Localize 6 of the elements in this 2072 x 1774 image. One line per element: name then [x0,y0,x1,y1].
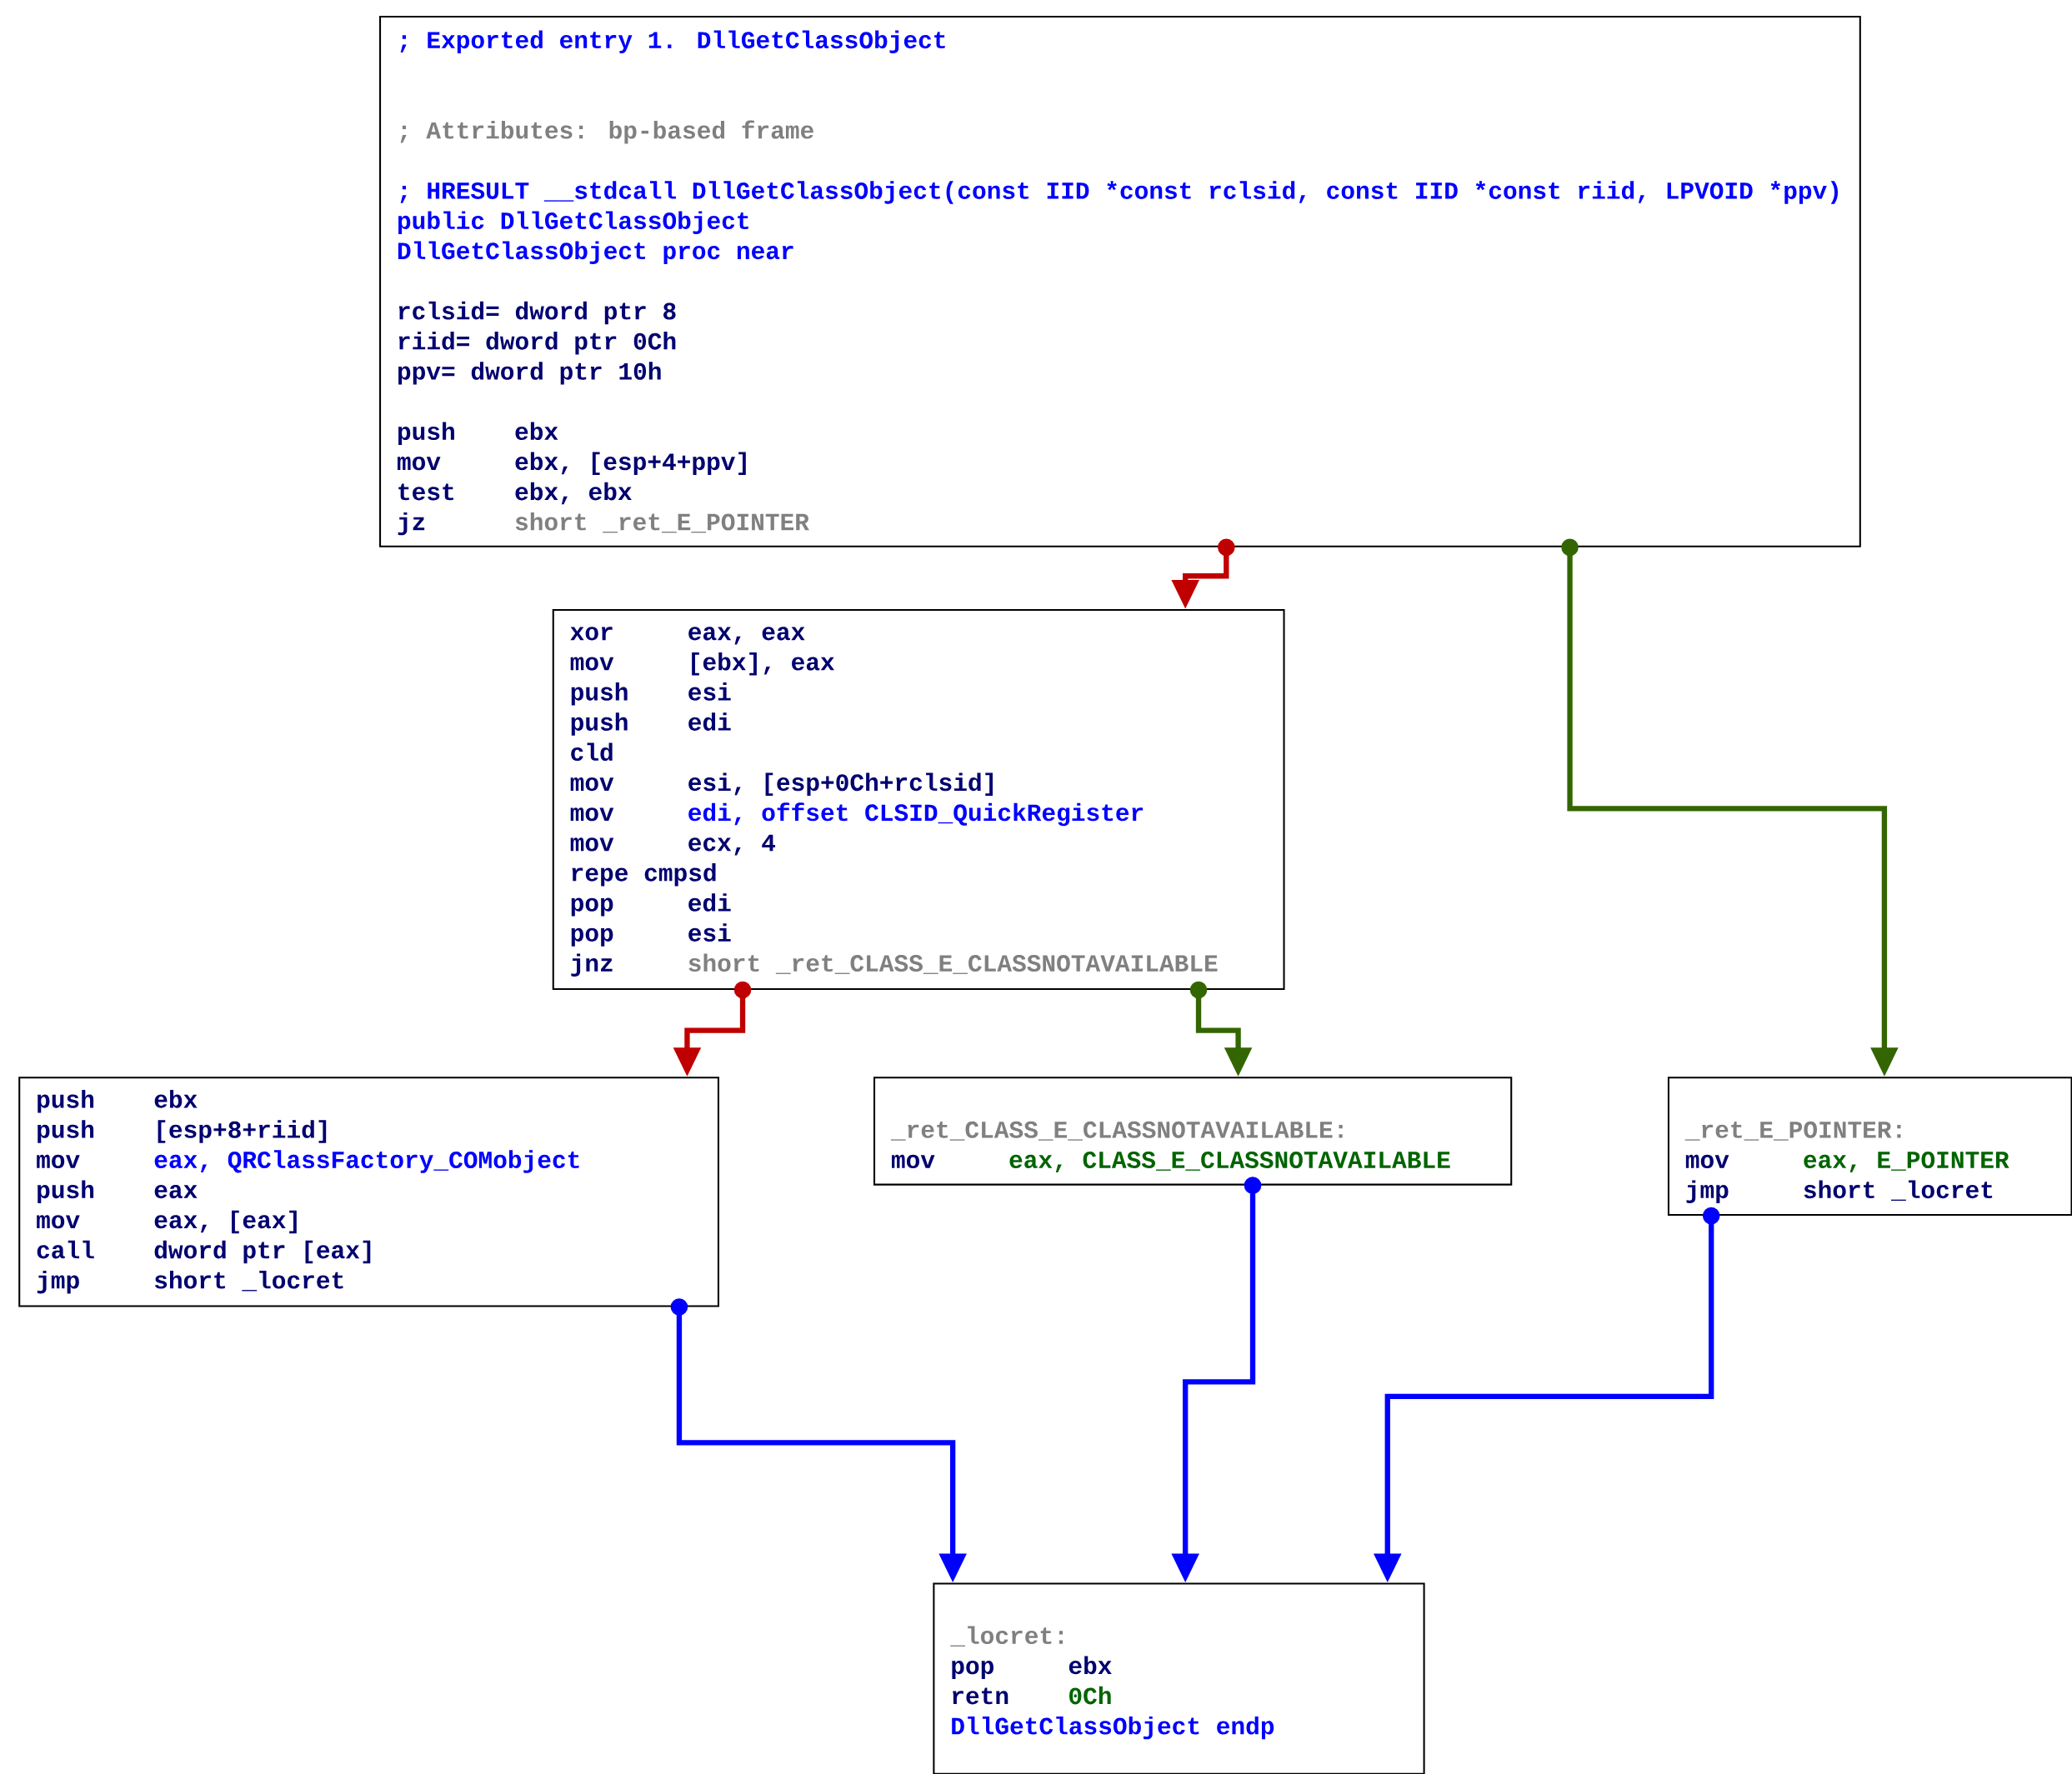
code-block: _locret: pop ebx retn 0Ch DllGetClassObject endp [933,1582,1425,1774]
code-block: push ebx push [esp+8+riid] mov eax, QRClassFactory_COMobject push eax mov eax, [eax] call dword ptr [eax] jmp short _locret [18,1077,719,1307]
code-block: xor eax, eax mov [ebx], eax push esi push edi cld mov esi, [esp+0Ch+rclsid] mov edi, offset CLSID_QuickRegister mov ecx, 4 repe cmpsd pop edi pop esi jnz short _ret_CLASS_E_CLASSNOTAVAILABLE [552,608,1285,990]
code-block: _ret_CLASS_E_CLASSNOTAVAILABLE: mov eax, CLASS_E_CLASSNOTAVAILABLE [873,1077,1513,1186]
code-block: ; Exported entry 1. DllGetClassObject ; Attributes: bp-based frame ; HRESULT __stdcall DllGetClassObject(const IID *const rclsid, const IID *const riid, LPVOID *ppv) public DllGetClassObject DllGetClassObject proc near rclsid= dword ptr 8 riid= dword ptr 0Ch ppv= dword ptr 10h push ebx mov ebx, [esp+4+ppv] test ebx, ebx jz short _ret_E_POINTER [379,15,1861,547]
code-block: _ret_E_POINTER: mov eax, E_POINTER jmp short _locret [1667,1077,2072,1216]
